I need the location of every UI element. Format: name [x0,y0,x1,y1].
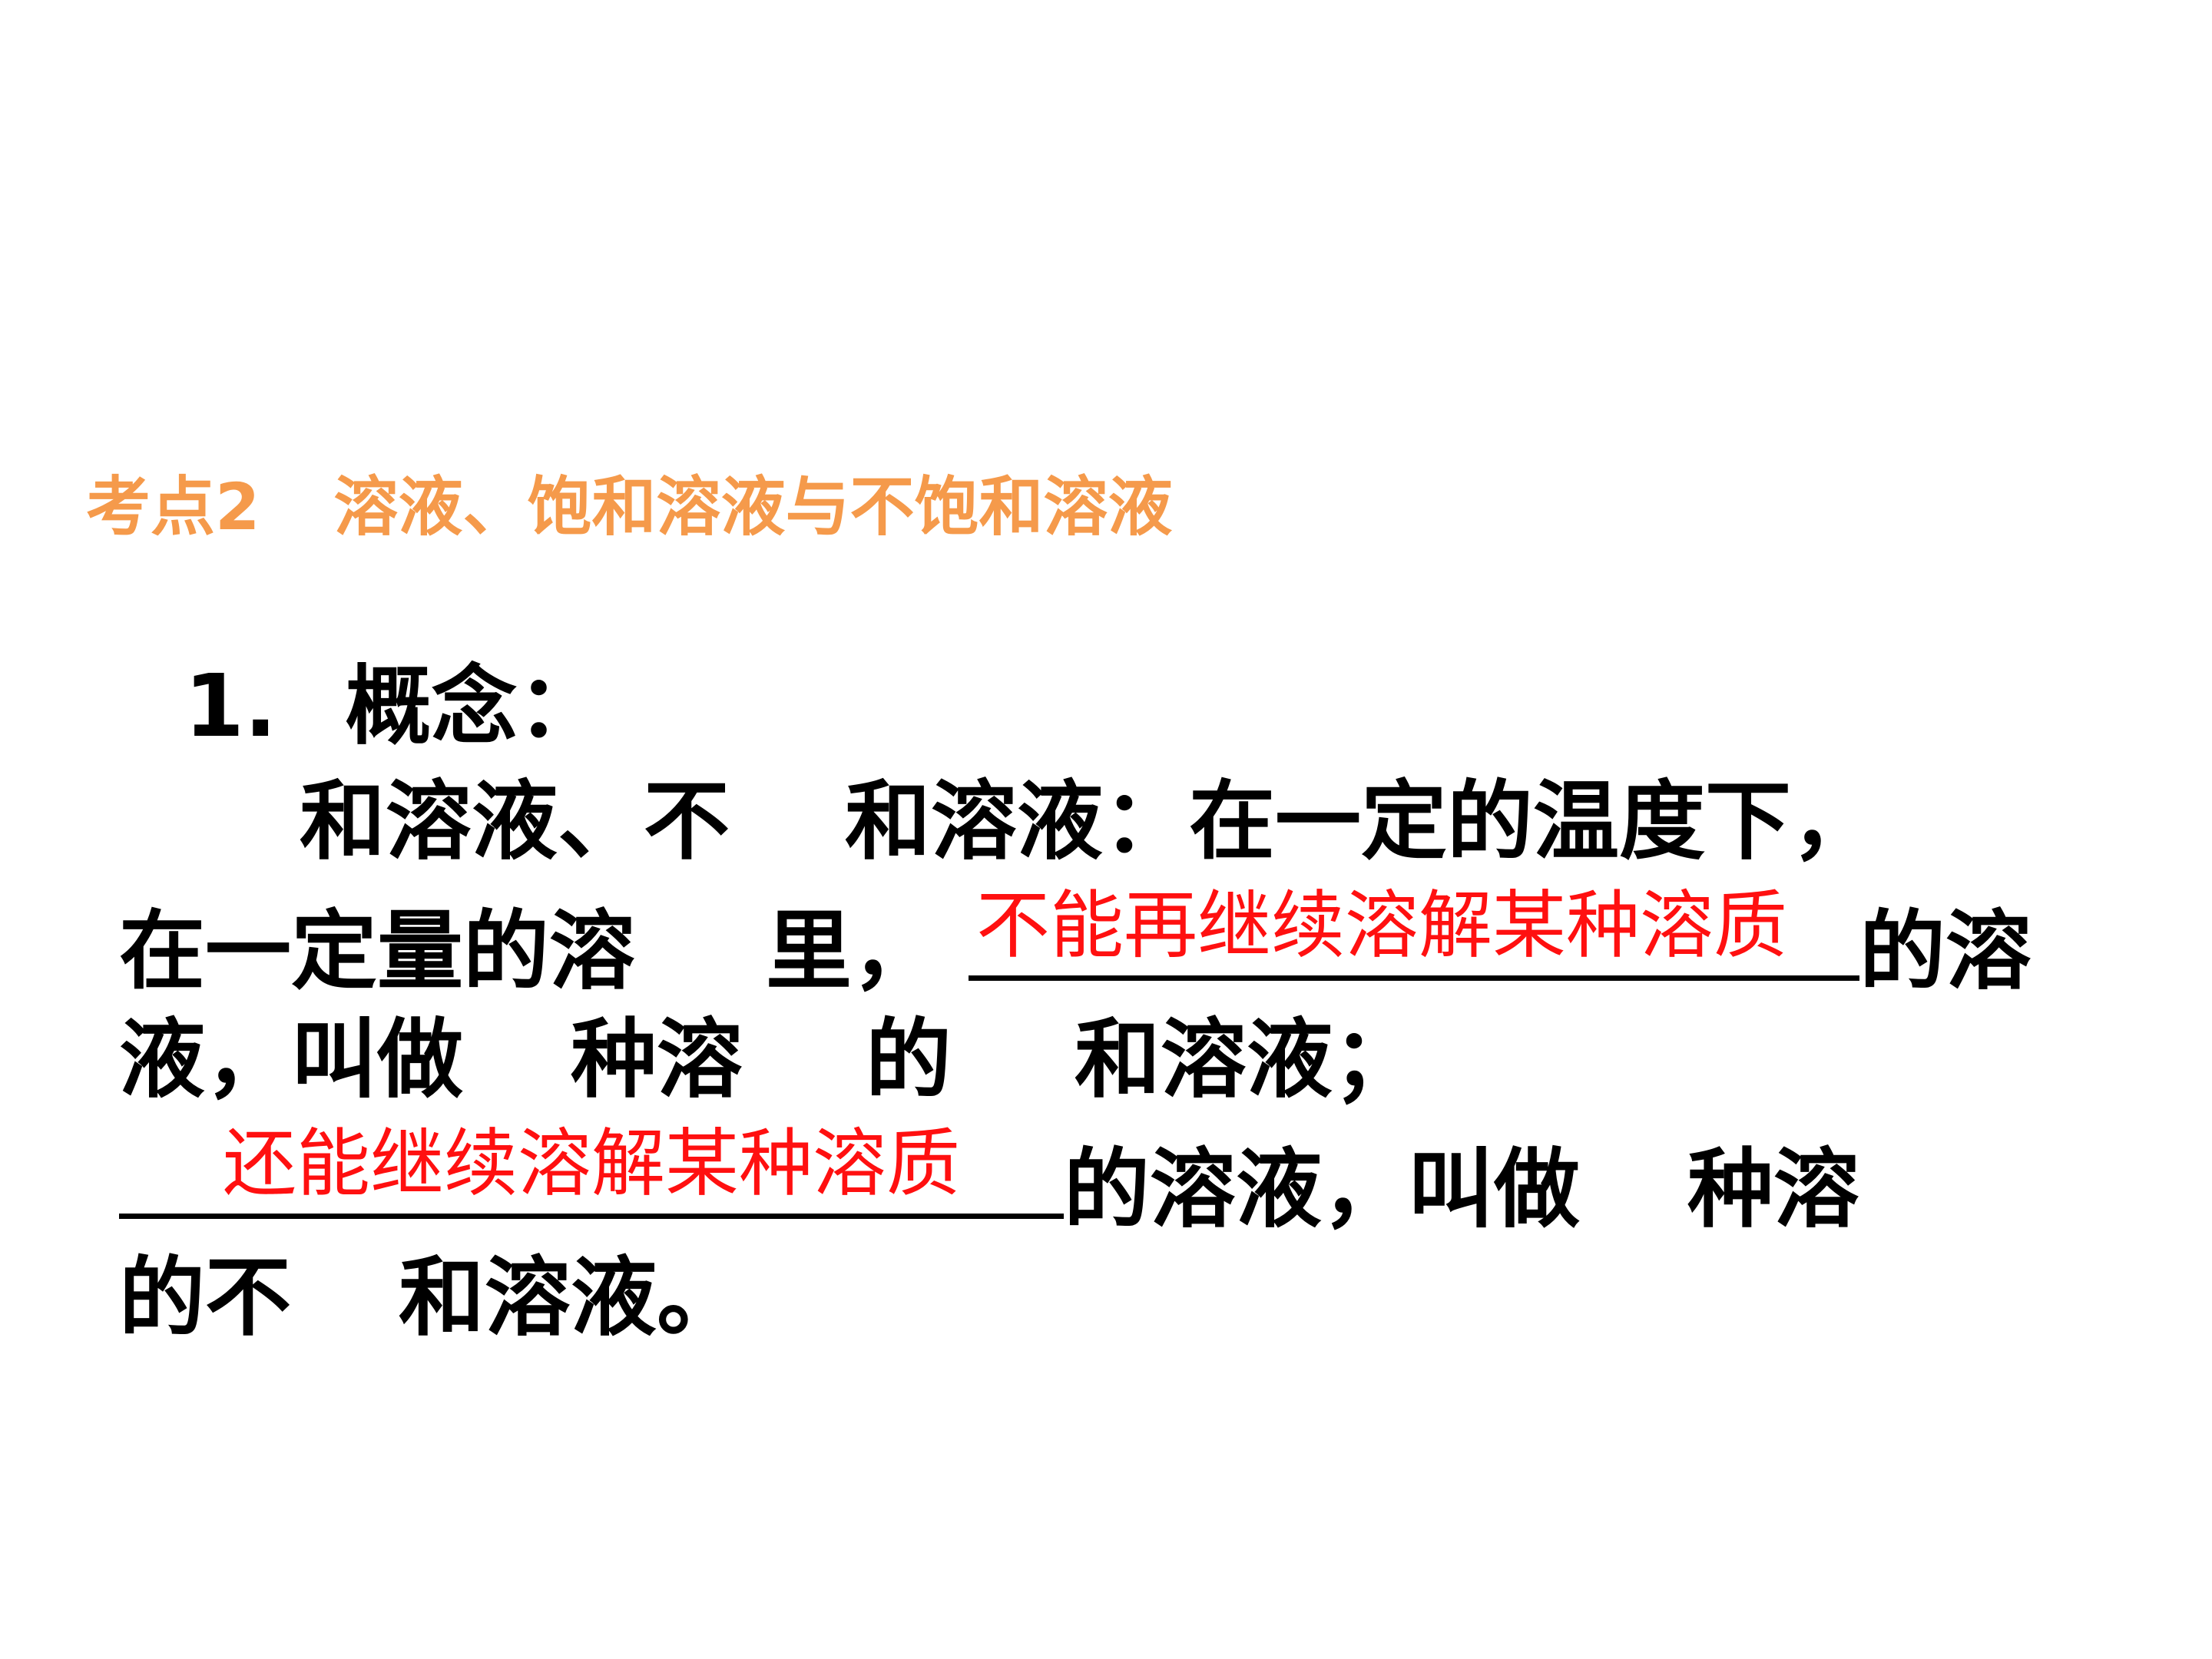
topic-label: 考点2 [86,469,260,545]
section-number: 1. [184,657,277,757]
topic-heading: 考点2 溶液、饱和溶液与不饱和溶液 [86,461,1172,553]
paragraph-line-1: 和溶液、不和溶液：在一定的温度下， [300,772,1877,872]
answer-2: 还能继续溶解某种溶质 [223,1121,960,1207]
paragraph-line-4: 还能继续溶解某种溶质的溶液，叫做种溶 [119,1121,1859,1243]
answer-blank-2: 还能继续溶解某种溶质 [119,1121,1064,1219]
section-title: 1. 概念： [184,653,603,760]
section-label: 概念： [345,657,604,757]
answer-1: 不能再继续溶解某种溶质 [976,882,1787,969]
paragraph-line-5: 的不和溶液。 [119,1248,743,1348]
topic-title: 溶液、饱和溶液与不饱和溶液 [333,469,1173,545]
answer-blank-1: 不能再继续溶解某种溶质 [969,883,1859,981]
paragraph-line-3: 液，叫做种溶的和溶液； [119,1010,1419,1110]
paragraph-line-2: 在一定量的溶里，不能再继续溶解某种溶质的溶 [119,882,2032,1002]
